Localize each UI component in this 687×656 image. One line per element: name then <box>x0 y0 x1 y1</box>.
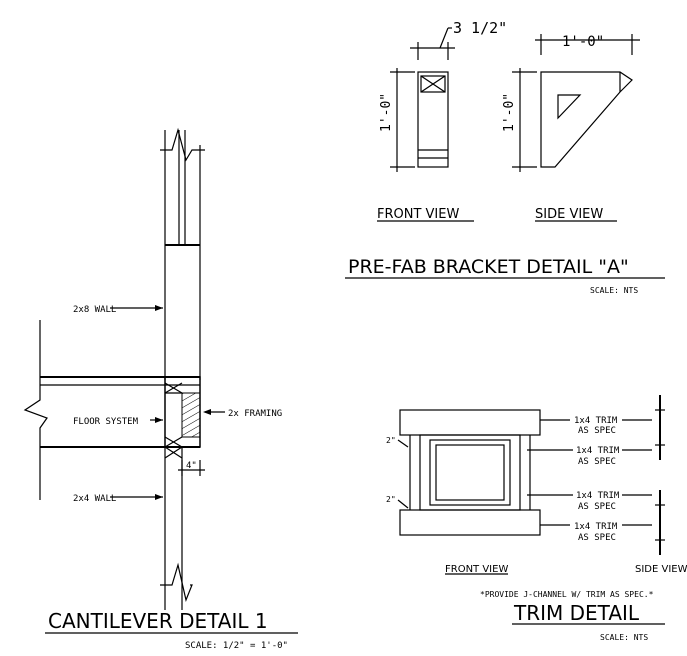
trim-side-view <box>622 395 665 555</box>
trim-side-view-label: SIDE VIEW <box>635 564 687 575</box>
cantilever-detail <box>23 127 225 610</box>
bracket-front-view <box>390 27 455 172</box>
trim-scale: SCALE: NTS <box>600 633 648 642</box>
trim-label-3: 1x4 TRIM <box>576 491 620 501</box>
trim-dim-top: 2" <box>386 436 396 445</box>
trim-label-2: 1x4 TRIM <box>576 446 620 456</box>
trim-label-2b: AS SPEC <box>578 457 616 467</box>
bracket-side-view-label: SIDE VIEW <box>535 207 603 222</box>
bracket-dim-height-side: 1'-0" <box>502 93 517 132</box>
label-floor-system: FLOOR SYSTEM <box>73 417 139 427</box>
trim-note: *PROVIDE J-CHANNEL W/ TRIM AS SPEC.* <box>480 590 654 599</box>
trim-label-1: 1x4 TRIM <box>574 416 618 426</box>
dim-4in: 4" <box>186 461 197 471</box>
bracket-front-view-label: FRONT VIEW <box>377 207 459 222</box>
label-2x4-wall: 2x4 WALL <box>73 494 116 504</box>
trim-front-view <box>397 409 573 536</box>
trim-label-1b: AS SPEC <box>578 426 616 436</box>
bracket-side-view <box>512 34 640 172</box>
bracket-title: PRE-FAB BRACKET DETAIL "A" <box>348 256 629 278</box>
label-2x8-wall: 2x8 WALL <box>73 305 116 315</box>
trim-label-3b: AS SPEC <box>578 502 616 512</box>
label-2x-framing: 2x FRAMING <box>228 409 282 419</box>
bracket-dim-width: 3 1/2" <box>453 19 507 37</box>
trim-dim-bottom: 2" <box>386 495 396 504</box>
trim-front-view-label: FRONT VIEW <box>445 564 508 575</box>
cantilever-scale: SCALE: 1/2" = 1'-0" <box>185 641 288 651</box>
cantilever-title: CANTILEVER DETAIL 1 <box>48 609 268 633</box>
trim-title: TRIM DETAIL <box>513 601 640 625</box>
trim-label-4b: AS SPEC <box>578 533 616 543</box>
bracket-dim-height-front: 1'-0" <box>379 93 394 132</box>
trim-label-4: 1x4 TRIM <box>574 522 618 532</box>
bracket-dim-side-width: 1'-0" <box>562 34 604 50</box>
bracket-scale: SCALE: NTS <box>590 286 638 295</box>
